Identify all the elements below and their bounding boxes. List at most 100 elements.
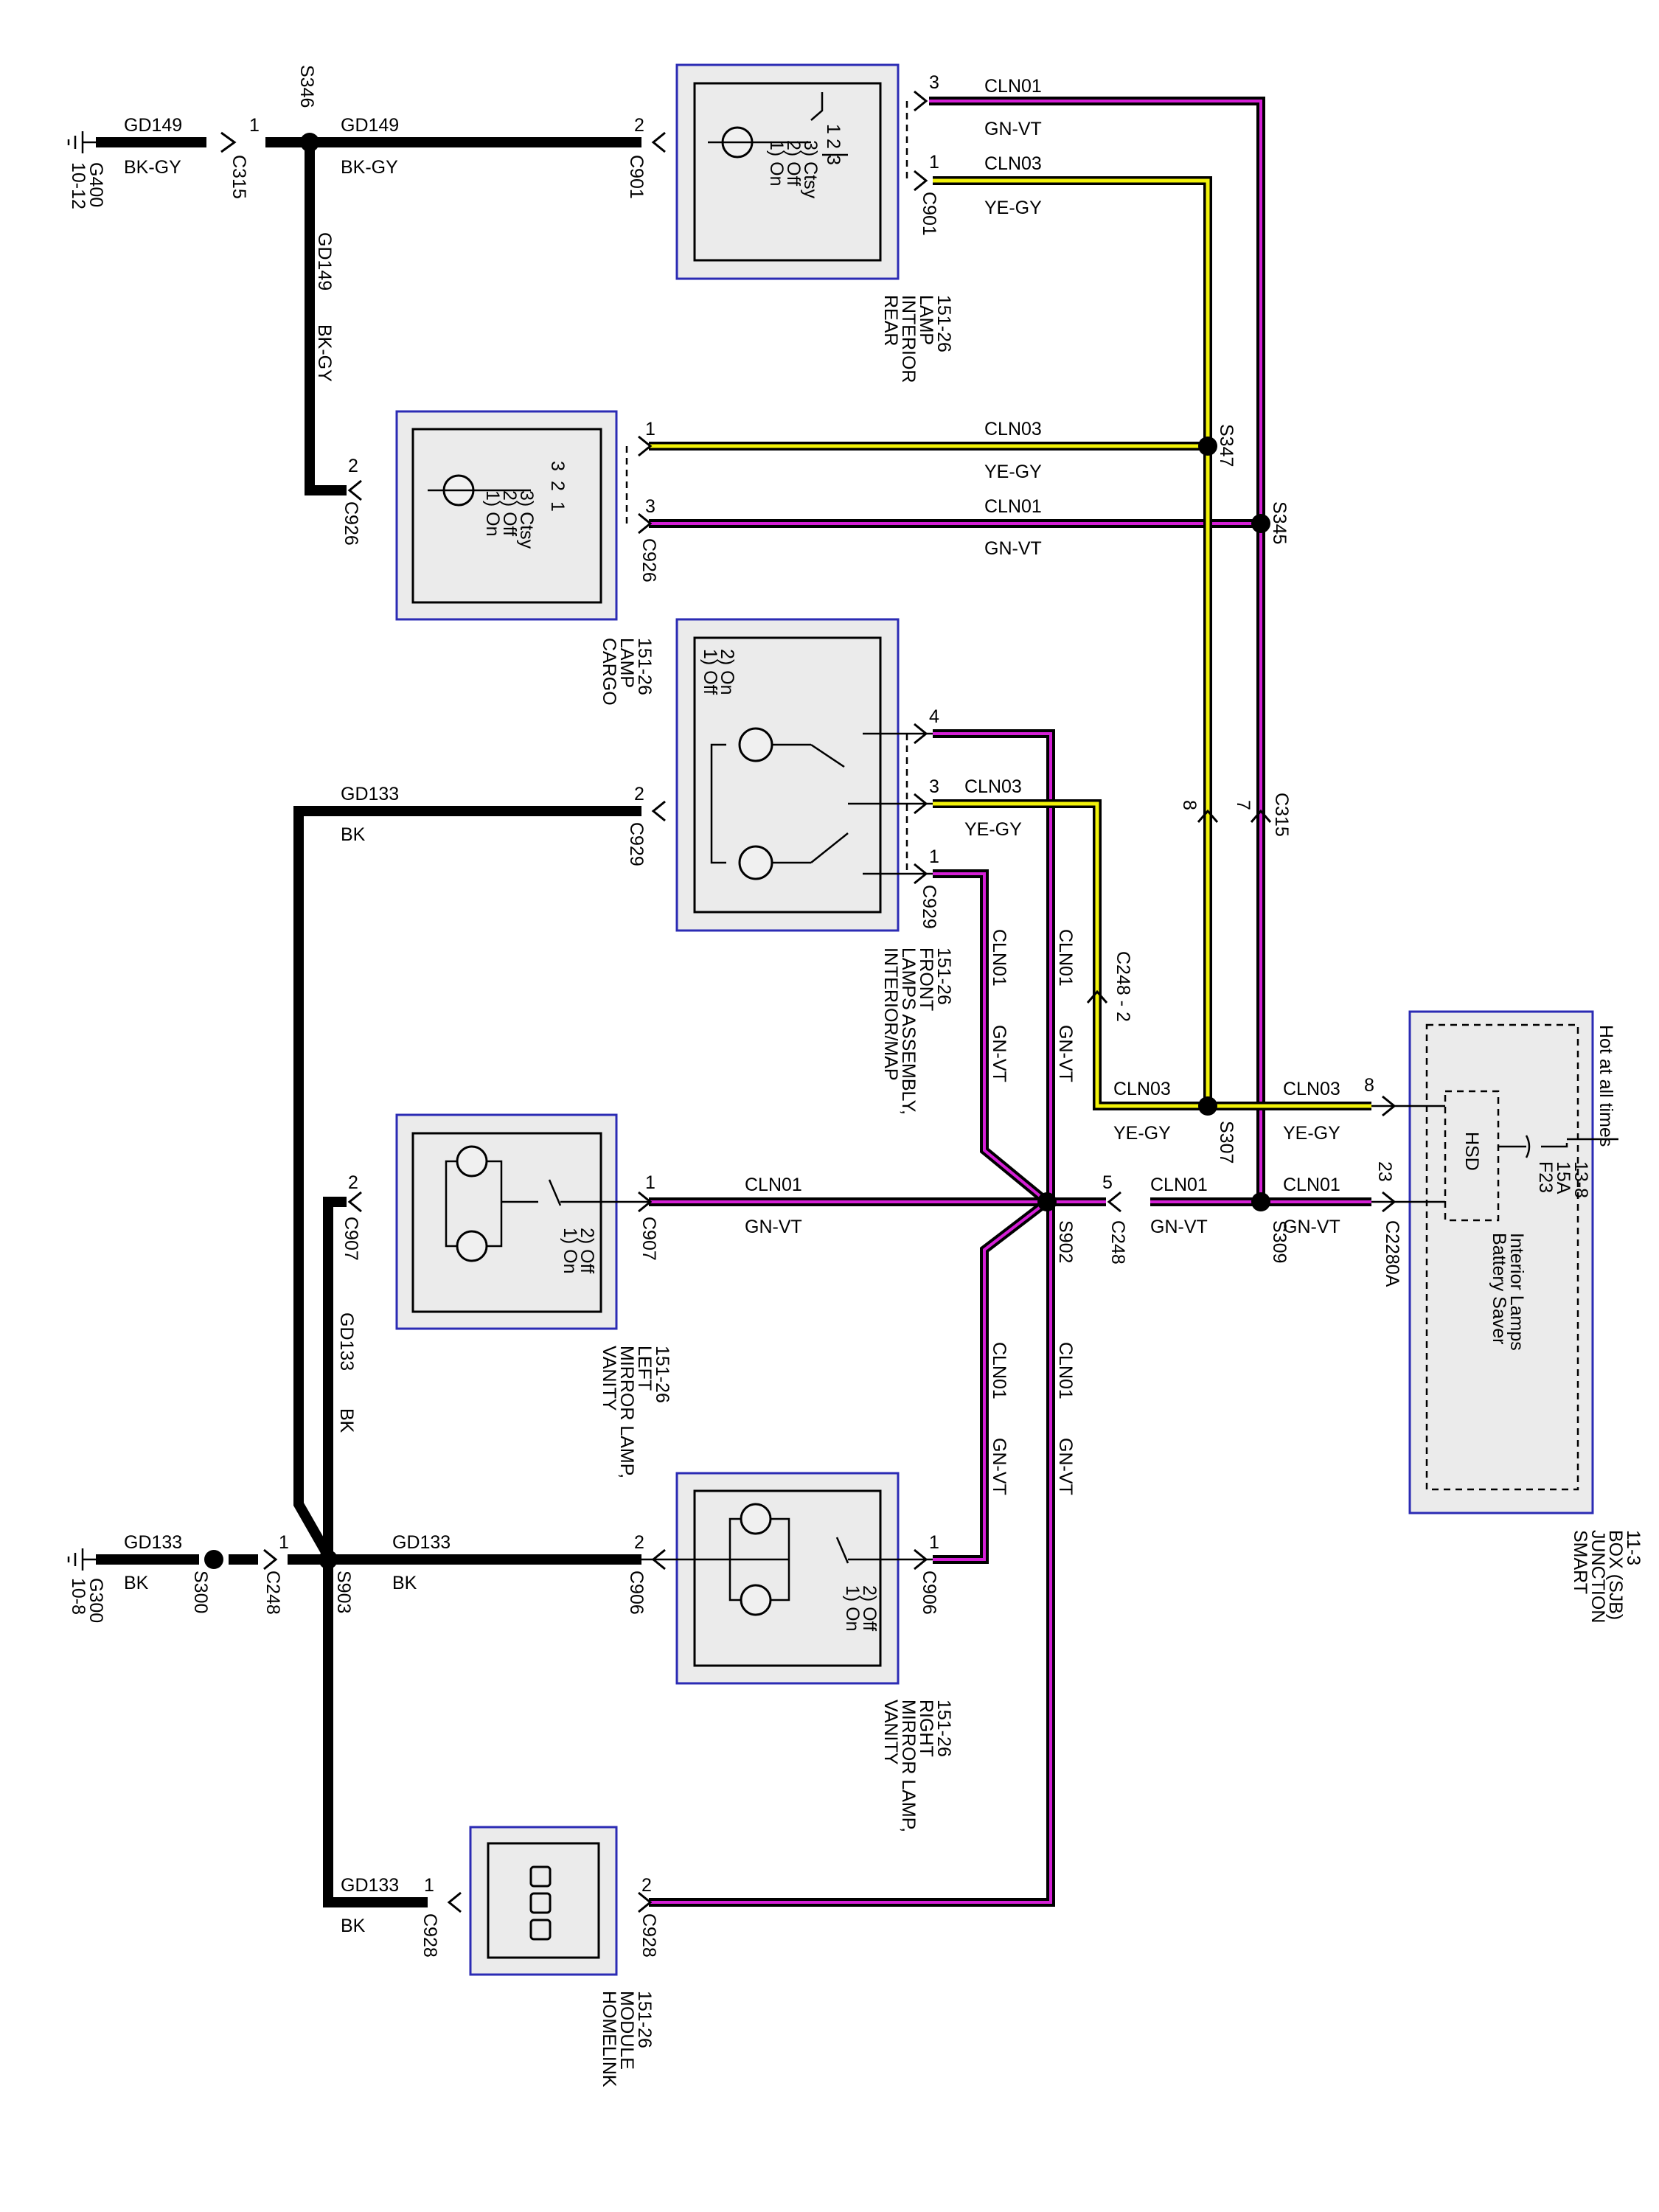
label-c901-b: C901 (919, 192, 939, 236)
rear-interior-lamp-box (675, 63, 908, 280)
rear-lamp-switch-pos-1: 1) On (766, 140, 787, 187)
svg-text:3: 3 (929, 776, 939, 797)
svg-text:1: 1 (645, 419, 655, 439)
cargo-lamp-switch-pos-3: 3) Ctsy (516, 490, 537, 549)
label-c248-2: C248 - 2 (1113, 951, 1133, 1022)
svg-text:1: 1 (929, 152, 939, 173)
cargo-lamp-box (395, 410, 628, 621)
rear-lamp-switch-pos-3: 3) Ctsy (800, 140, 821, 199)
label-bk-hl: BK (341, 1916, 366, 1936)
svg-text:7: 7 (1233, 800, 1253, 810)
svg-text:8: 8 (1364, 1075, 1374, 1096)
label-g300-ref: 10-8 (68, 1578, 88, 1615)
map-lamp-switch-pos-2: 2) On (717, 649, 737, 695)
label-gnvt-v2: GN-VT (1055, 1025, 1076, 1082)
label-gnvt-vl: GN-VT (745, 1217, 802, 1237)
label-bk-g300: BK (124, 1573, 149, 1593)
splice-s903-dot (319, 1550, 338, 1569)
svg-text:1: 1 (823, 124, 844, 134)
label-gd149-b: GD149 (341, 115, 399, 136)
svg-text:2: 2 (823, 139, 844, 149)
svg-text:1: 1 (279, 1532, 289, 1553)
svg-text:5: 5 (1102, 1172, 1113, 1193)
label-c315-b: C315 (1271, 793, 1292, 837)
sjb-box (1371, 1010, 1618, 1514)
label-cln01-rear: CLN01 (984, 76, 1042, 97)
rear-lamp-switch-pos-2: 2) Off (783, 140, 804, 186)
ground-g300-symbol (67, 1548, 100, 1571)
label-bkgy-a: BK-GY (124, 157, 181, 178)
svg-text:3: 3 (929, 72, 939, 93)
label-c928-a: C928 (420, 1913, 440, 1958)
vanity-left-label: VANITYMIRROR LAMP,LEFT151-26 (599, 1346, 672, 1478)
sjb-function-label: Battery SaverInterior Lamps (1489, 1233, 1527, 1351)
cargo-lamp-label: CARGOLAMP151-26 (599, 638, 655, 706)
label-yegy-s307: YE-GY (1113, 1123, 1171, 1144)
label-c906-a: C906 (626, 1571, 647, 1615)
label-gnvt-v4: GN-VT (1055, 1438, 1076, 1495)
front-map-lamps-box (675, 618, 933, 932)
label-c906-b: C906 (919, 1571, 939, 1615)
label-g400-ref: 10-12 (68, 162, 88, 209)
vanity-left-switch-pos-2: 2) Off (577, 1228, 597, 1273)
label-yegy-map: YE-GY (964, 819, 1022, 840)
wire-gd133 (96, 806, 641, 1907)
label-gnvt-cargo: GN-VT (984, 538, 1042, 559)
label-s902: S902 (1055, 1220, 1076, 1263)
label-gd133-g300: GD133 (124, 1532, 182, 1553)
label-gd133-vr: GD133 (392, 1532, 451, 1553)
vanity-left-box (395, 1113, 649, 1330)
label-gnvt-rear: GN-VT (984, 119, 1042, 139)
svg-text:2: 2 (348, 456, 358, 476)
label-cln01-v2: CLN01 (1055, 929, 1076, 987)
label-bkgy-v: BK-GY (314, 324, 335, 382)
homelink-label: HOMELINKMODULE151-26 (599, 1991, 655, 2087)
label-c907-b: C907 (639, 1217, 659, 1261)
label-cln01-cargo: CLN01 (984, 496, 1042, 517)
svg-text:1: 1 (929, 846, 939, 867)
vanity-left-switch-pos-1: 1) On (560, 1228, 580, 1274)
label-yegy-sjb: YE-GY (1283, 1123, 1340, 1144)
label-s345: S345 (1269, 501, 1290, 544)
sjb-label: SMARTJUNCTIONBOX (SJB)11-3 (1570, 1530, 1644, 1623)
label-s346: S346 (296, 65, 317, 108)
splice-s309-dot (1251, 1192, 1270, 1211)
wire-cln03 (649, 176, 1371, 1110)
svg-text:1: 1 (645, 1172, 655, 1193)
label-c928-b: C928 (639, 1913, 659, 1958)
label-gd133-map: GD133 (341, 784, 399, 804)
label-cln01-v3: CLN01 (989, 1342, 1009, 1399)
label-c926-a: C926 (341, 501, 361, 546)
label-cln01-vl: CLN01 (745, 1175, 802, 1195)
label-s307: S307 (1216, 1121, 1237, 1164)
splice-s346-dot (300, 133, 319, 152)
svg-text:23: 23 (1374, 1161, 1395, 1182)
label-c248-a: C248 (1107, 1220, 1128, 1265)
label-s347: S347 (1216, 424, 1237, 467)
splice-s345-dot (1251, 514, 1270, 533)
wire-cln01 (649, 97, 1371, 1907)
label-gd149-v: GD149 (314, 232, 335, 291)
homelink-box (469, 1826, 618, 1976)
label-c2280a: C2280A (1382, 1220, 1402, 1287)
label-gnvt-v1: GN-VT (989, 1025, 1009, 1082)
label-gnvt-s902: GN-VT (1150, 1217, 1208, 1237)
label-gd133-v: GD133 (336, 1312, 357, 1371)
cargo-lamp-switch-pos-1: 1) On (482, 490, 503, 537)
label-cln03-cargo: CLN03 (984, 419, 1042, 439)
svg-text:1: 1 (929, 1532, 939, 1553)
splice-s307-dot (1198, 1096, 1217, 1116)
svg-text:2: 2 (634, 1532, 644, 1553)
svg-text:8: 8 (1179, 800, 1200, 810)
sjb-hsd-label: HSD (1461, 1132, 1482, 1171)
svg-text:1: 1 (424, 1875, 434, 1896)
label-cln03-rear: CLN03 (984, 153, 1042, 174)
label-bkgy-b: BK-GY (341, 157, 398, 178)
label-cln01-sjb: CLN01 (1283, 1175, 1340, 1195)
vanity-right-label: VANITYMIRROR LAMP,RIGHT151-26 (880, 1700, 954, 1832)
svg-text:2: 2 (641, 1875, 652, 1896)
label-s309: S309 (1269, 1220, 1290, 1263)
ground-g400-symbol (67, 131, 100, 153)
label-c901-a: C901 (626, 155, 647, 199)
